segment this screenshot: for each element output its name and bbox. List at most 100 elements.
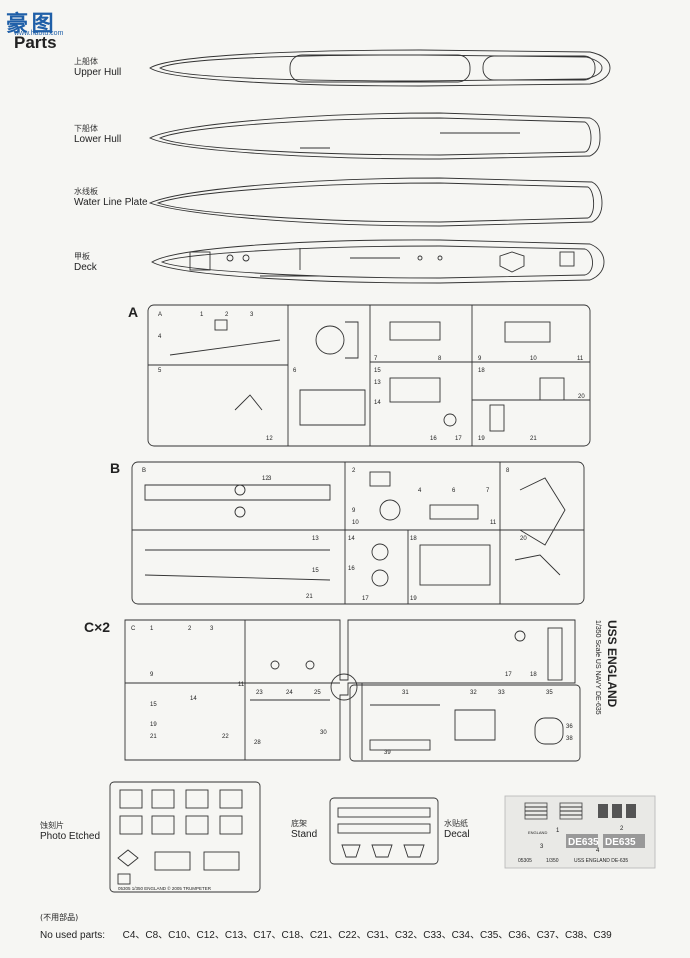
lower-hull-drawing [148, 112, 601, 160]
svg-text:12: 12 [266, 436, 273, 442]
svg-text:32: 32 [470, 690, 477, 696]
sprue-b-frame [131, 461, 585, 605]
svg-text:3: 3 [210, 626, 214, 632]
svg-text:15: 15 [150, 702, 157, 708]
decal-caption-scale: 1/350 [546, 858, 559, 864]
decal-sheet [504, 795, 656, 869]
svg-text:11: 11 [490, 520, 497, 526]
svg-text:16: 16 [348, 566, 355, 572]
svg-text:13: 13 [312, 536, 319, 542]
svg-text:20: 20 [578, 394, 585, 400]
svg-text:C: C [131, 626, 136, 632]
svg-text:3: 3 [540, 844, 544, 850]
svg-text:8: 8 [438, 356, 442, 362]
svg-text:17: 17 [362, 596, 369, 602]
deck-label: 甲板 Deck [74, 252, 97, 273]
lower-hull-label: 下船体 Lower Hull [74, 124, 122, 145]
svg-text:11: 11 [577, 356, 584, 362]
svg-text:30: 30 [320, 730, 327, 736]
photo-etched-fret: 05305 1/350 ENGLAND © 2005 TRUMPETER [109, 781, 261, 893]
svg-text:10: 10 [352, 520, 359, 526]
water-line-plate-label: 水线板 Water Line Plate [74, 187, 148, 208]
not-used-parts: No used parts: C4、C8、C10、C12、C13、C17、C18… [40, 926, 612, 941]
svg-text:9: 9 [478, 356, 482, 362]
svg-text:36: 36 [566, 724, 573, 730]
svg-text:5: 5 [158, 368, 162, 374]
decal-hull-number-1: DE635 [568, 837, 599, 848]
deck-drawing [151, 239, 605, 284]
svg-text:14: 14 [348, 536, 355, 542]
svg-text:10: 10 [530, 356, 537, 362]
svg-text:31: 31 [402, 690, 409, 696]
svg-text:19: 19 [150, 722, 157, 728]
svg-text:21: 21 [306, 594, 313, 600]
svg-text:8: 8 [506, 468, 510, 474]
stand-label: 底架 Stand [291, 819, 318, 840]
sprue-a-letter: A [128, 304, 139, 320]
sprue-c-ship-name: USS ENGLAND [605, 620, 619, 708]
svg-text:4: 4 [158, 334, 162, 340]
water-line-plate-drawing [148, 177, 603, 227]
svg-text:25: 25 [314, 690, 321, 696]
svg-text:2: 2 [352, 468, 356, 474]
svg-text:2: 2 [620, 826, 624, 832]
sprue-c-frame [124, 619, 581, 762]
svg-text:1: 1 [200, 312, 204, 318]
decal-hull-number-2: DE635 [605, 837, 636, 848]
page-title: Parts [14, 33, 57, 52]
sprue-c-letter: C×2 [84, 619, 111, 635]
svg-text:22: 22 [222, 734, 229, 740]
svg-text:21: 21 [150, 734, 157, 740]
svg-text:12: 12 [262, 476, 269, 482]
svg-text:7: 7 [486, 488, 490, 494]
svg-text:14: 14 [190, 696, 197, 702]
decal-small-name: ENGLAND [528, 830, 547, 835]
stand-drawing [329, 797, 439, 865]
not-used-parts-list: C4、C8、C10、C12、C13、C17、C18、C21、C22、C31、C3… [122, 930, 612, 941]
svg-text:3: 3 [250, 312, 254, 318]
svg-text:2: 2 [225, 312, 229, 318]
svg-text:3: 3 [268, 476, 272, 482]
photo-etched-label: 蚀刻片 Photo Etched [40, 821, 101, 842]
svg-text:18: 18 [410, 536, 417, 542]
svg-text:17: 17 [455, 436, 462, 442]
svg-text:7: 7 [374, 356, 378, 362]
svg-text:13: 13 [374, 380, 381, 386]
site-logo: 豪 图 [6, 12, 54, 37]
svg-text:4: 4 [596, 848, 600, 854]
svg-text:23: 23 [256, 690, 263, 696]
svg-text:6: 6 [293, 368, 297, 374]
sprue-b-letter: B [110, 460, 121, 476]
svg-text:4: 4 [418, 488, 422, 494]
svg-text:28: 28 [254, 740, 261, 746]
decal-caption-code: 05305 [518, 858, 532, 864]
svg-text:16: 16 [430, 436, 437, 442]
svg-text:14: 14 [374, 400, 381, 406]
svg-text:17: 17 [505, 672, 512, 678]
svg-text:B: B [142, 468, 146, 474]
not-used-parts-label: No used parts: [40, 930, 106, 941]
svg-text:A: A [158, 312, 162, 318]
svg-text:9: 9 [352, 508, 356, 514]
svg-text:38: 38 [566, 736, 573, 742]
upper-hull-label: 上船体 Upper Hull [74, 57, 122, 78]
svg-text:1: 1 [556, 828, 560, 834]
decal-label: 水贴纸 Decal [444, 819, 470, 840]
svg-text:11: 11 [238, 682, 245, 688]
svg-text:6: 6 [452, 488, 456, 494]
svg-text:15: 15 [312, 568, 319, 574]
svg-text:35: 35 [546, 690, 553, 696]
svg-text:19: 19 [410, 596, 417, 602]
svg-text:15: 15 [374, 368, 381, 374]
svg-text:2: 2 [188, 626, 192, 632]
photo-etched-caption: 05305 1/350 ENGLAND © 2005 TRUMPETER [118, 885, 212, 891]
svg-text:18: 18 [530, 672, 537, 678]
svg-text:24: 24 [286, 690, 293, 696]
not-used-parts-cn: (不用部品) [40, 913, 79, 922]
svg-text:21: 21 [530, 436, 537, 442]
svg-text:33: 33 [498, 690, 505, 696]
sprue-c-scale-text: 1/350 Scale US NAVY DE-635 [594, 620, 601, 715]
svg-text:1: 1 [150, 626, 154, 632]
svg-text:39: 39 [384, 750, 391, 756]
